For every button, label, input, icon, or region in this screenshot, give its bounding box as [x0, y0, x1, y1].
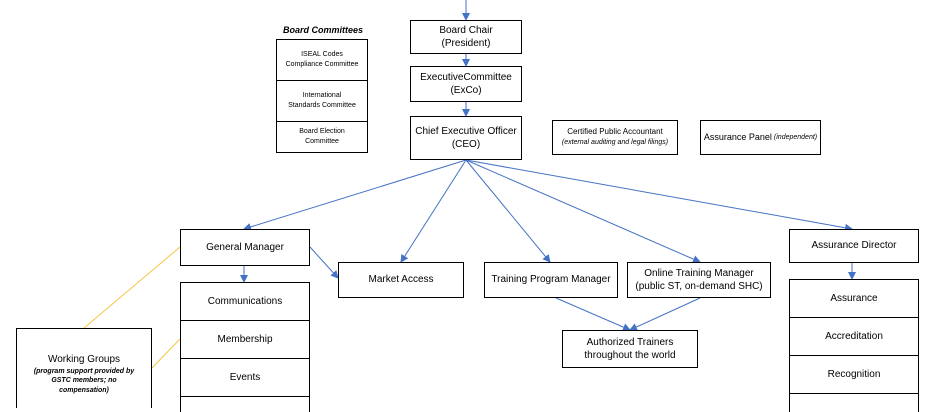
board-committees-title: Board Committees: [283, 25, 364, 35]
assurance-director-units: Assurance Accreditation Recognition: [789, 279, 919, 412]
cpa-box: Certified Public Accountant (external au…: [552, 120, 678, 155]
board-chair-box: Board Chair (President): [410, 20, 522, 54]
committee-item: International Standards Committee: [277, 81, 367, 122]
assurance-director-box: Assurance Director: [789, 229, 919, 263]
connector-ceo-to-market-access: [400, 159, 467, 263]
committee-item: Board Election Committee: [299, 127, 345, 146]
unit-membership: Membership: [181, 321, 309, 359]
ceo-box: Chief Executive Officer (CEO): [410, 116, 522, 160]
connector-online-to-trainers: [629, 297, 701, 331]
connector-ceo-to-online-training: [465, 159, 701, 263]
assurance-panel-box: Assurance Panel (independent): [700, 120, 821, 155]
connector-ceo-to-training-program: [465, 159, 551, 263]
unit-recognition: Recognition: [790, 356, 918, 394]
working-group-link-gm: [83, 246, 181, 329]
unit-accreditation: Accreditation: [790, 318, 918, 356]
connector-gm-to-market-access: [309, 246, 339, 279]
authorized-trainers-box: Authorized Trainers throughout the world: [562, 330, 698, 368]
online-training-manager-box: Online Training Manager (public ST, on-d…: [627, 262, 771, 298]
general-manager-units: Communications Membership Events: [180, 282, 310, 412]
exco-box: ExecutiveCommittee (ExCo): [410, 66, 522, 102]
committee-item: ISEAL Codes Compliance Committee: [277, 40, 367, 81]
connector-ceo-to-general-manager: [243, 159, 467, 231]
board-committees-list: ISEAL Codes Compliance Committee Interna…: [276, 39, 368, 153]
connector-ceo-to-assurance-director: [465, 159, 853, 232]
connector-training-to-trainers: [555, 297, 631, 331]
unit-events: Events: [181, 359, 309, 397]
training-program-manager-box: Training Program Manager: [484, 262, 618, 298]
connector-lines: [83, 0, 856, 371]
general-manager-box: General Manager: [180, 229, 310, 266]
working-groups-box: Working Groups (program support provided…: [16, 328, 152, 408]
market-access-box: Market Access: [338, 262, 464, 298]
unit-communications: Communications: [181, 283, 309, 321]
unit-assurance: Assurance: [790, 280, 918, 318]
working-group-link-membership: [149, 338, 181, 371]
